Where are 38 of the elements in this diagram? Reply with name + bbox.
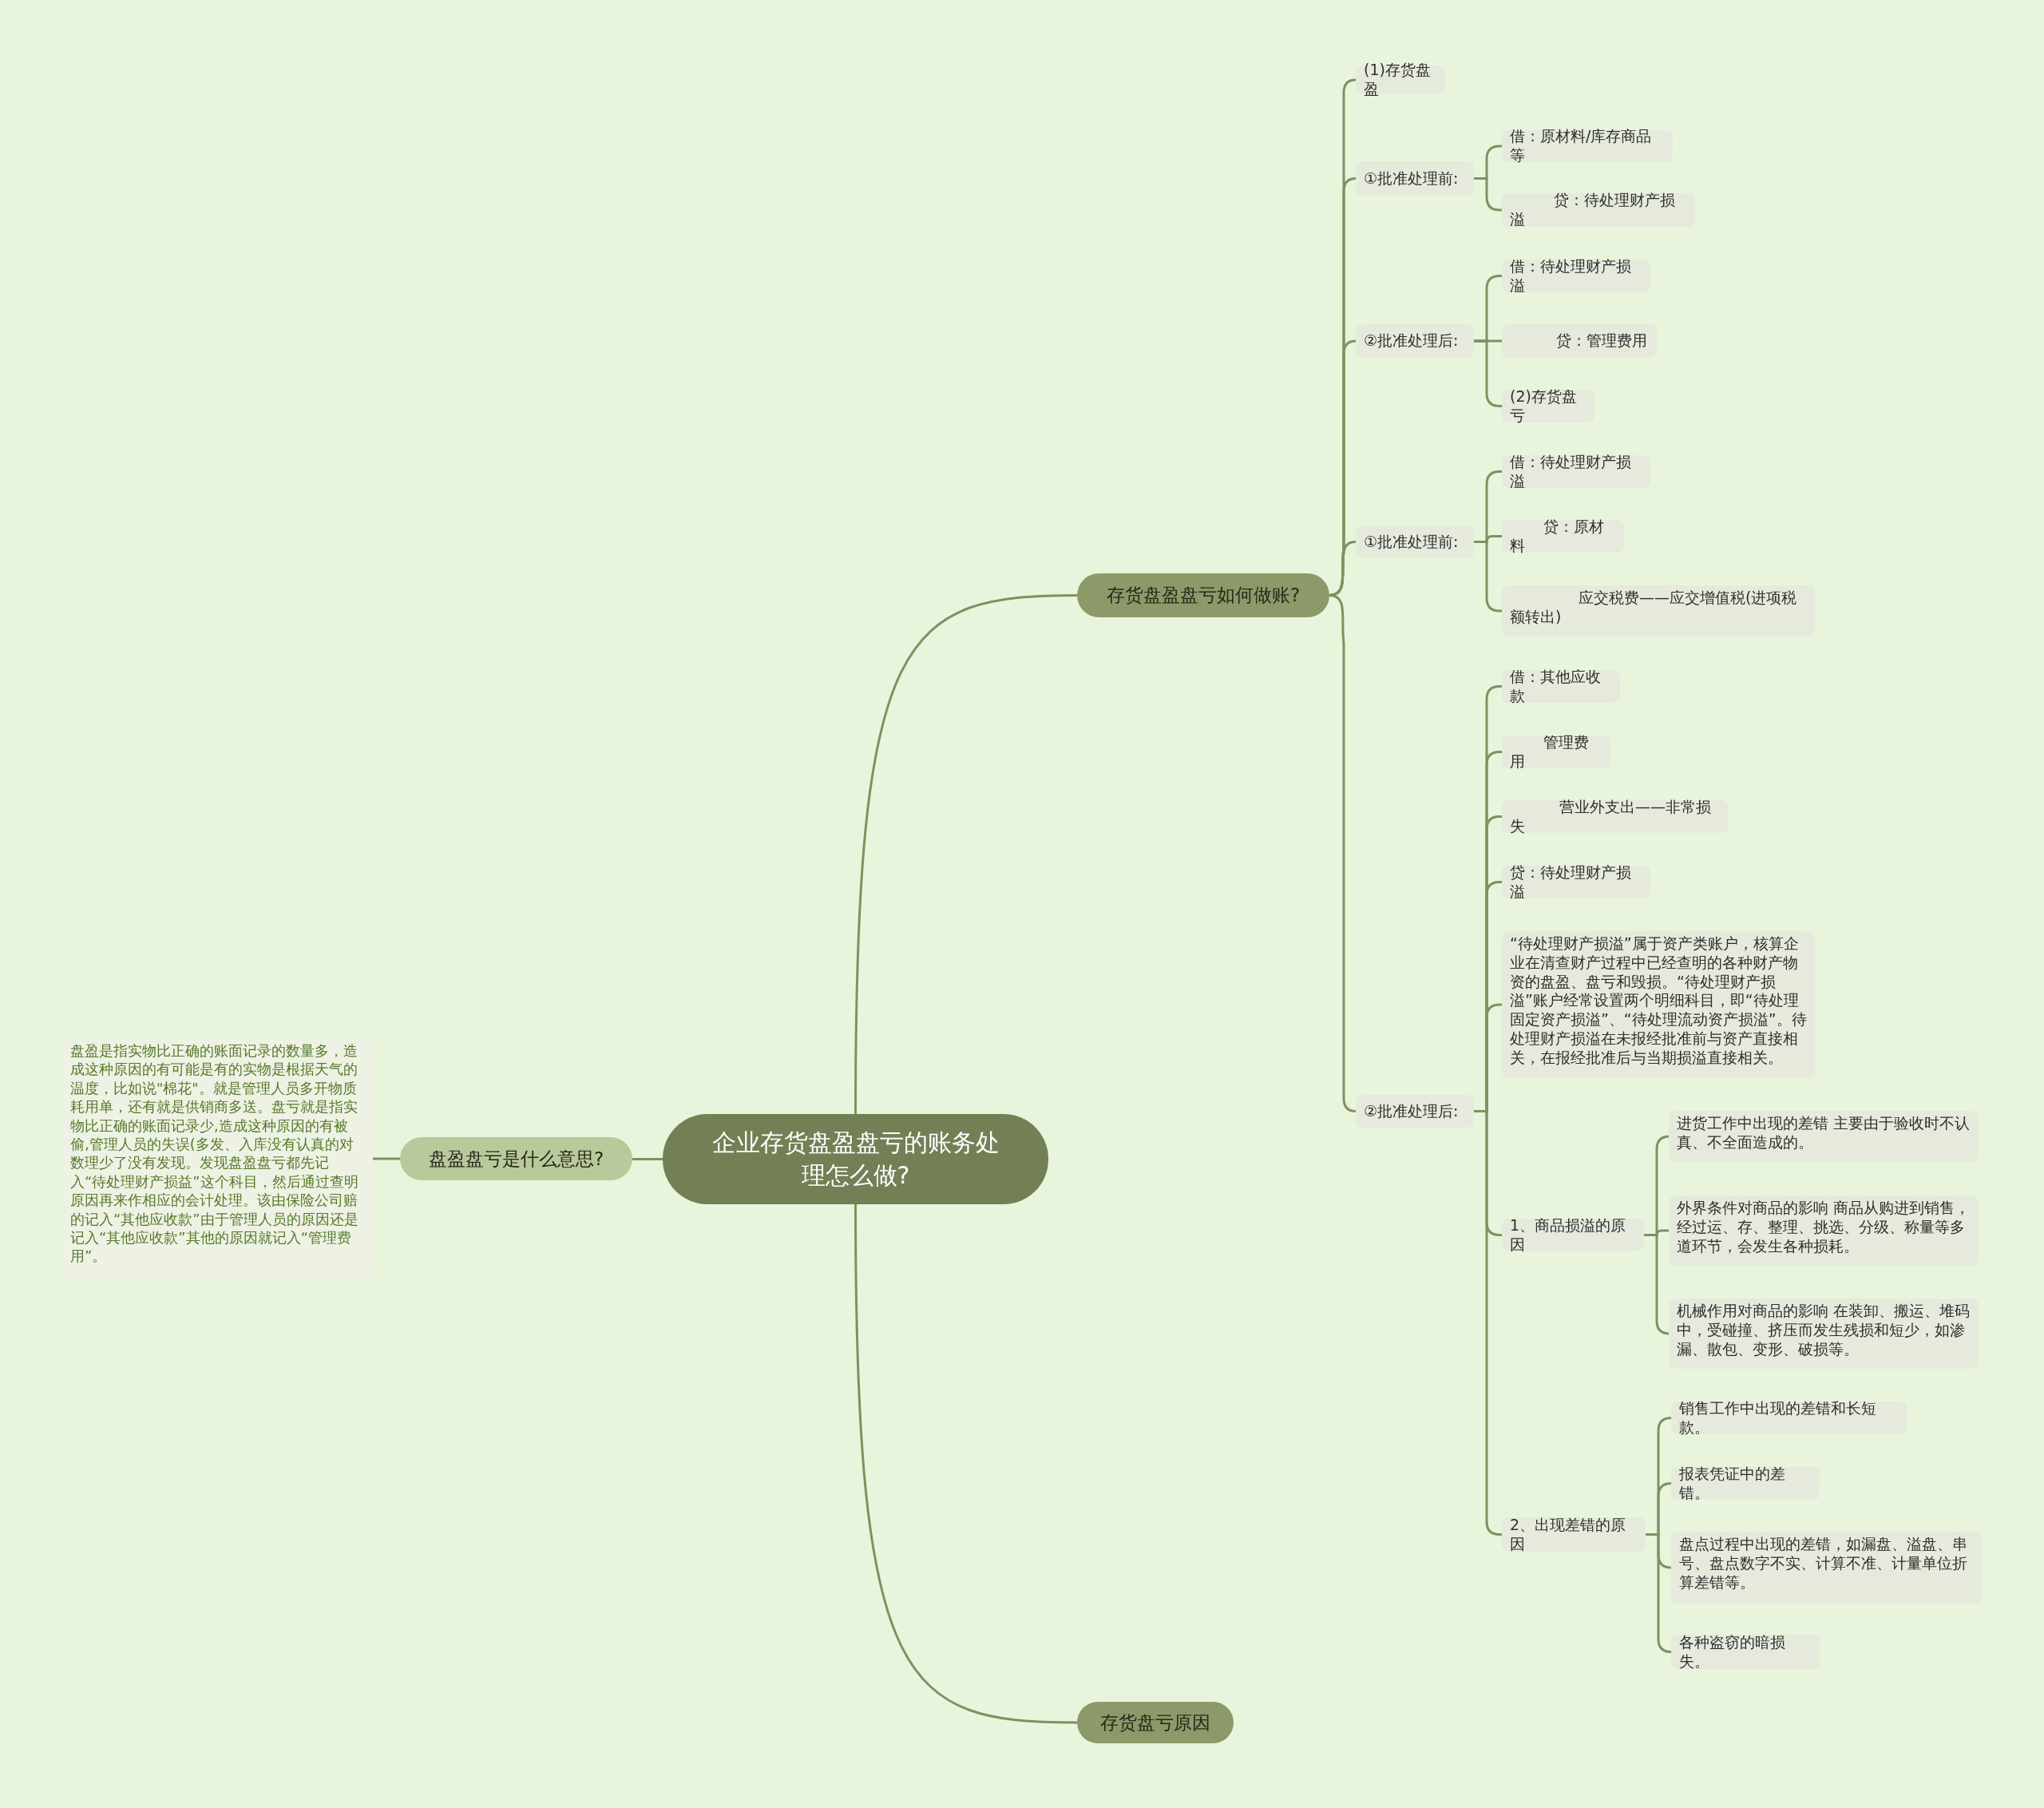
- topic-box: 管理费用: [1502, 735, 1610, 768]
- topic-box: ②批准处理后:: [1356, 324, 1474, 358]
- connector-line: [854, 594, 1078, 1114]
- topic-box: 外界条件对商品的影响 商品从购进到销售，经过运、存、整理、挑选、分级、称量等多道环节，会发生各种损耗。: [1669, 1195, 1979, 1266]
- topic-box: 借：原材料/库存商品等: [1502, 130, 1673, 162]
- topic-box: 各种盗窃的暗损失。: [1671, 1635, 1820, 1669]
- topic-box: “待处理财产损溢”属于资产类账户，核算企业在清查财产过程中已经查明的各种财产物资的盘盈、盘亏和毁损。“待处理财产损溢”账户经常设置两个明细科目，即“待处理固定资产损溢”、“待处理流动资产损溢”。待处理财产损溢在未报经批准前与资产直接相关，在报经批准后与当期损溢直接相关。: [1502, 931, 1815, 1078]
- note-box: 盘盈是指实物比正确的账面记录的数量多，造成这种原因的有可能是有的实物是根据天气的温度，比如说"棉花"。就是管理人员多开物质耗用单，还有就是供销商多送。盘亏就是指实物比正确的账面记录少,造成这种原因的有被偷,管理人员的失误(多发、入库没有认真的对数理少了没有发现。发现盘盈盘亏都先记入“待处理财产损益”这个科目，然后通过查明原因再来作相应的会计处理。该由保险公司赔的记入“其他应收款”由于管理人员的原因还是记入“其他应收款”其他的原因就记入“管理费用”。: [62, 1038, 373, 1280]
- topic-box: 贷：原材料: [1502, 520, 1624, 553]
- topic-box: 借：待处理财产损溢: [1502, 455, 1650, 488]
- connector-line: [1329, 594, 1357, 1112]
- branch-topic: 盘盈盘亏是什么意思?: [400, 1137, 632, 1180]
- topic-box: (2)存货盘亏: [1502, 390, 1594, 422]
- topic-box: 贷：待处理财产损溢: [1502, 193, 1695, 227]
- connector-line: [1474, 177, 1502, 212]
- connector-line: [373, 1157, 400, 1160]
- topic-box: 应交税费——应交增值税(进项税额转出): [1502, 585, 1815, 636]
- branch-topic: 存货盘亏原因: [1077, 1702, 1234, 1743]
- topic-box: ①批准处理前:: [1356, 525, 1474, 558]
- topic-box: 借：其他应收款: [1502, 670, 1620, 703]
- branch-topic: 存货盘盈盘亏如何做账?: [1077, 573, 1329, 617]
- topic-box: 2、出现差错的原因: [1502, 1517, 1646, 1552]
- topic-box: 借：待处理财产损溢: [1502, 260, 1650, 292]
- connector-line: [854, 1204, 1078, 1724]
- topic-box: 贷：管理费用: [1502, 324, 1657, 358]
- central-topic: 企业存货盘盈盘亏的账务处理怎么做?: [663, 1114, 1048, 1204]
- topic-box: 1、商品损溢的原因: [1502, 1219, 1644, 1251]
- topic-box: ②批准处理后:: [1356, 1095, 1474, 1128]
- topic-box: ①批准处理前:: [1356, 161, 1474, 196]
- connector-line: [1646, 1533, 1673, 1653]
- topic-box: 贷：待处理财产损溢: [1502, 866, 1650, 898]
- topic-box: 销售工作中出现的差错和长短款。: [1671, 1402, 1907, 1434]
- topic-box: 机械作用对商品的影响 在装卸、搬运、堆码中，受碰撞、挤压而发生残损和短少，如渗漏、散包、变形、破损等。: [1669, 1299, 1979, 1369]
- topic-box: 进货工作中出现的差错 主要由于验收时不认真、不全面造成的。: [1669, 1111, 1979, 1162]
- topic-box: 报表凭证中的差错。: [1671, 1467, 1820, 1500]
- topic-box: 营业外支出——非常损失: [1502, 800, 1729, 833]
- connector-line: [632, 1158, 663, 1160]
- topic-box: 盘点过程中出现的差错，如漏盘、溢盘、串号、盘点数字不实、计算不准、计量单位折算差错等。: [1671, 1532, 1983, 1604]
